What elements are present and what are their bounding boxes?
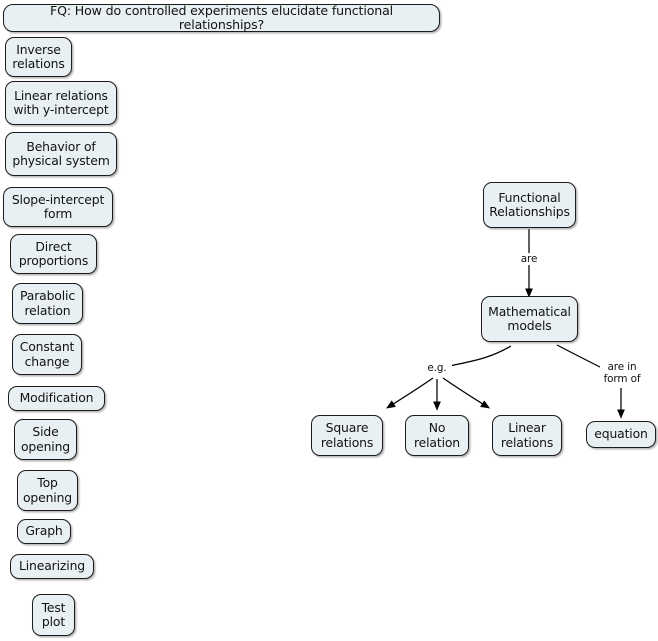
node-test-plot[interactable]: Test plot — [32, 594, 75, 636]
node-mathematical-models[interactable]: Mathematical models — [481, 296, 578, 342]
node-behavior-of-physical-system[interactable]: Behavior of physical system — [5, 132, 117, 176]
node-functional-relationships[interactable]: Functional Relationships — [483, 182, 576, 228]
node-equation[interactable]: equation — [586, 421, 656, 448]
node-graph[interactable]: Graph — [17, 519, 71, 544]
edge-label-are-in-form-of: are in form of — [600, 361, 644, 385]
focus-question-box[interactable]: FQ: How do controlled experiments elucid… — [3, 2, 440, 32]
node-slope-intercept-form[interactable]: Slope-intercept form — [3, 187, 113, 227]
focus-question-text: FQ: How do controlled experiments elucid… — [50, 2, 393, 32]
node-square-relations[interactable]: Square relations — [311, 415, 383, 456]
node-top-opening[interactable]: Top opening — [17, 470, 78, 511]
node-no-relation[interactable]: No relation — [405, 415, 469, 456]
edge-eg-to-square — [385, 377, 434, 409]
node-linear-relations[interactable]: Linear relations — [492, 415, 562, 456]
edge-eg-to-linear — [442, 377, 491, 409]
node-parabolic-relation[interactable]: Parabolic relation — [12, 283, 83, 324]
edge-label-are: are — [516, 253, 542, 265]
edge-label-eg: e.g. — [422, 362, 452, 374]
node-inverse-relations[interactable]: Inverse relations — [5, 37, 72, 77]
node-linearizing[interactable]: Linearizing — [10, 554, 94, 579]
node-constant-change[interactable]: Constant change — [12, 334, 82, 375]
node-direct-proportions[interactable]: Direct proportions — [10, 234, 97, 274]
node-linear-relations-with-y-intercept[interactable]: Linear relations with y-intercept — [5, 81, 117, 125]
node-modification[interactable]: Modification — [8, 386, 105, 411]
edge-models-to-eg — [448, 345, 512, 367]
node-side-opening[interactable]: Side opening — [14, 419, 77, 460]
